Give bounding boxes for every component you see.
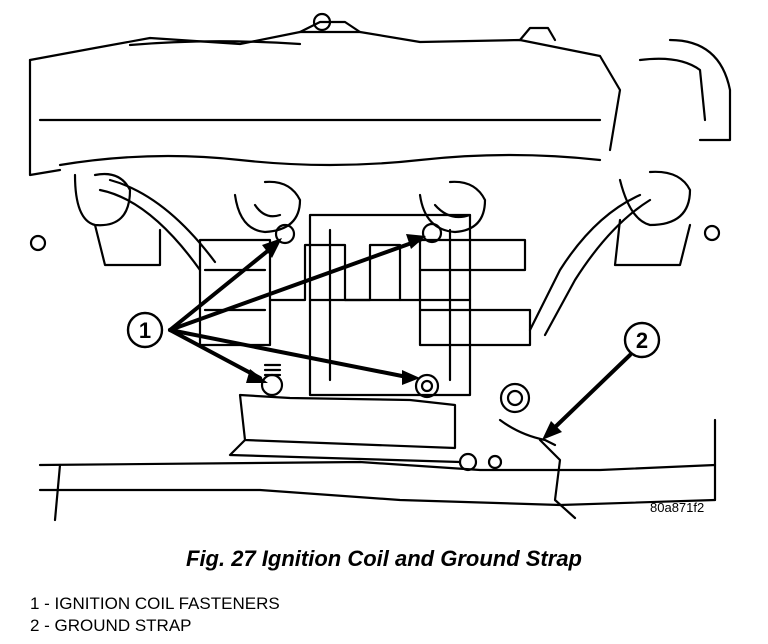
coil-bracket	[38, 393, 717, 522]
ignition-coil-pack	[198, 213, 532, 397]
legend: 1 - IGNITION COIL FASTENERS 2 - GROUND S…	[30, 593, 280, 637]
callout-1-arrows	[168, 238, 422, 380]
valve-cover	[28, 12, 732, 177]
callout-1: 1	[126, 311, 164, 349]
callout-2-arrow	[548, 353, 632, 434]
callout-2-arrowhead	[542, 421, 562, 440]
spark-plug-wires	[73, 170, 692, 337]
figure-caption: Fig. 27 Ignition Coil and Ground Strap	[186, 546, 582, 571]
callout-2: 2	[623, 321, 661, 359]
coil-fasteners	[260, 222, 443, 399]
legend-item-2: 2 - GROUND STRAP	[30, 616, 192, 635]
callout-1-number: 1	[139, 318, 151, 343]
figure-code: 80a871f2	[650, 500, 705, 515]
engine-illustration: 1 2	[28, 12, 732, 522]
callout-1-arrowheads	[246, 234, 426, 385]
legend-item-1: 1 - IGNITION COIL FASTENERS	[30, 594, 280, 613]
callout-2-number: 2	[636, 328, 648, 353]
ground-strap-bolt	[29, 224, 721, 520]
